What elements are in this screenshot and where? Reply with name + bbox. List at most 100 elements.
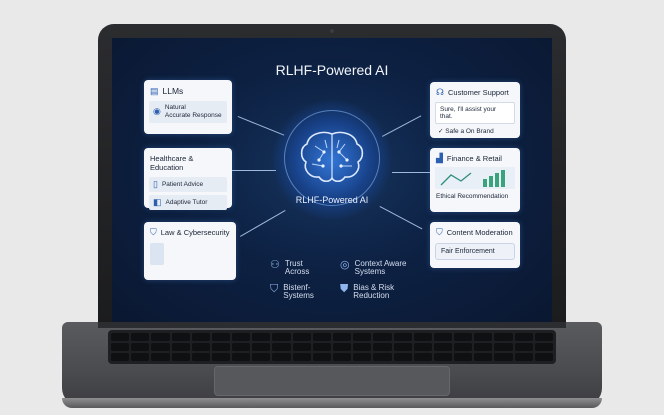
card-law: ⛉Law & Cybersecurity [144, 222, 236, 280]
feature-systems: ⛉ Bistenf-Systems [270, 283, 314, 301]
card-row-text: Accurate Response [164, 111, 222, 119]
keyboard-key [272, 343, 291, 351]
keyboard-key [454, 343, 473, 351]
keyboard-key [474, 333, 493, 341]
keyboard-key [514, 343, 533, 351]
keyboard-key [232, 353, 251, 361]
keyboard-key [171, 333, 190, 341]
feature-label: Bias & Risk [353, 283, 395, 292]
target-icon: ◎ [340, 259, 350, 271]
keyboard-key [211, 353, 231, 361]
keyboard-key [211, 333, 231, 341]
keyboard-key [534, 353, 553, 361]
message-icon: ▤ [150, 85, 159, 96]
keyboard-key [191, 343, 210, 351]
keyboard-key [151, 333, 170, 341]
card-row-text: Adaptive Tutor [165, 199, 208, 206]
keyboard-key [332, 353, 352, 361]
brain-icon [300, 131, 364, 183]
keyboard-key [534, 343, 553, 351]
keyboard-key [353, 333, 372, 341]
keyboard-key [312, 353, 331, 361]
keyboard-key [454, 333, 473, 341]
keyboard-key [131, 343, 150, 351]
keyboard-key [353, 353, 372, 361]
keyboard-key [433, 353, 453, 361]
card-row-text: Sure, I'll assist your that. [440, 106, 497, 120]
connector-line [228, 170, 276, 171]
keyboard-key [211, 343, 231, 351]
keyboard-key [433, 333, 453, 341]
keyboard-key [514, 333, 533, 341]
keyboard-key [292, 343, 311, 351]
laptop-screen: RLHF-Powered AI RLHF-Powered AI ▤LLMs ◉ … [112, 38, 552, 328]
feature-label: Trust [284, 259, 303, 268]
card-title: Customer Support [448, 88, 509, 97]
feature-label: Systems [354, 267, 386, 277]
trend-chart-icon [435, 167, 515, 189]
keyboard-key [413, 343, 432, 351]
card-row-text: Ethical Recommendation [436, 193, 509, 200]
keyboard-key [272, 333, 291, 341]
keyboard-key [292, 333, 311, 341]
keyboard-key [494, 353, 513, 361]
card-healthcare: Healthcare & Education ▯Patient Advice ◧… [144, 148, 232, 210]
card-row-text: Safe a On Brand [445, 128, 494, 135]
card-row: ◧Adaptive Tutor [149, 195, 227, 210]
brain-label: RLHF-Powered AI [295, 195, 369, 205]
keyboard-key [252, 343, 271, 351]
card-title: Content Moderation [446, 228, 513, 237]
trackpad [214, 366, 450, 396]
keyboard-key [111, 343, 130, 351]
feature-label: Across [284, 267, 310, 277]
keyboard-key [312, 343, 331, 351]
connector-line [240, 210, 286, 237]
keyboard-key [131, 353, 150, 361]
card-row-text: Fair Enforcement [441, 248, 495, 255]
keyboard-key [413, 353, 432, 361]
feature-label: Reduction [353, 291, 390, 301]
keyboard-key [474, 353, 493, 361]
connector-line [392, 172, 430, 173]
card-row-text: Patient Advice [161, 181, 204, 188]
keyboard-key [111, 353, 130, 361]
laptop-hinge [98, 322, 566, 328]
shield-icon: ⛉ [436, 227, 443, 237]
keyboard-key [151, 353, 170, 361]
connector-line [379, 206, 423, 230]
connector-line [382, 115, 422, 137]
keyboard-key [494, 333, 513, 341]
keyboard-key [393, 333, 412, 341]
keyboard-key [474, 343, 493, 351]
handshake-icon: ⚇ [270, 259, 280, 271]
webcam-icon [330, 29, 334, 33]
card-finance: ▟Finance & Retail Ethical Recommendation [430, 148, 520, 212]
card-title: Law & Cybersecurity [160, 228, 230, 237]
keyboard-key [191, 333, 210, 341]
keyboard-key [373, 353, 392, 361]
keyboard-key [393, 353, 412, 361]
headset-icon: ☊ [436, 87, 444, 97]
keyboard-key [151, 343, 170, 351]
brain-ring [284, 110, 380, 206]
chat-bubble: Sure, I'll assist your that. [435, 102, 515, 124]
keyboard-key [433, 343, 453, 351]
keyboard-key [373, 333, 392, 341]
card-row: ✓ Safe a On Brand [438, 128, 494, 135]
keyboard-key [514, 353, 533, 361]
clipboard-icon: ▯ [153, 179, 158, 189]
card-support: ☊ Customer Support Sure, I'll assist your… [430, 82, 520, 138]
card-row-text: Natural [164, 104, 186, 111]
keyboard-key [332, 333, 352, 341]
keyboard-key [111, 333, 130, 341]
feature-label: Context Aware [354, 259, 407, 268]
tutor-icon: ◧ [153, 197, 162, 207]
shield-icon: ⛊ [340, 283, 349, 295]
keyboard-key [413, 333, 432, 341]
keyboard-key [332, 343, 352, 351]
keyboard-key [373, 343, 392, 351]
keyboard-key [252, 353, 271, 361]
keyboard-key [131, 333, 150, 341]
